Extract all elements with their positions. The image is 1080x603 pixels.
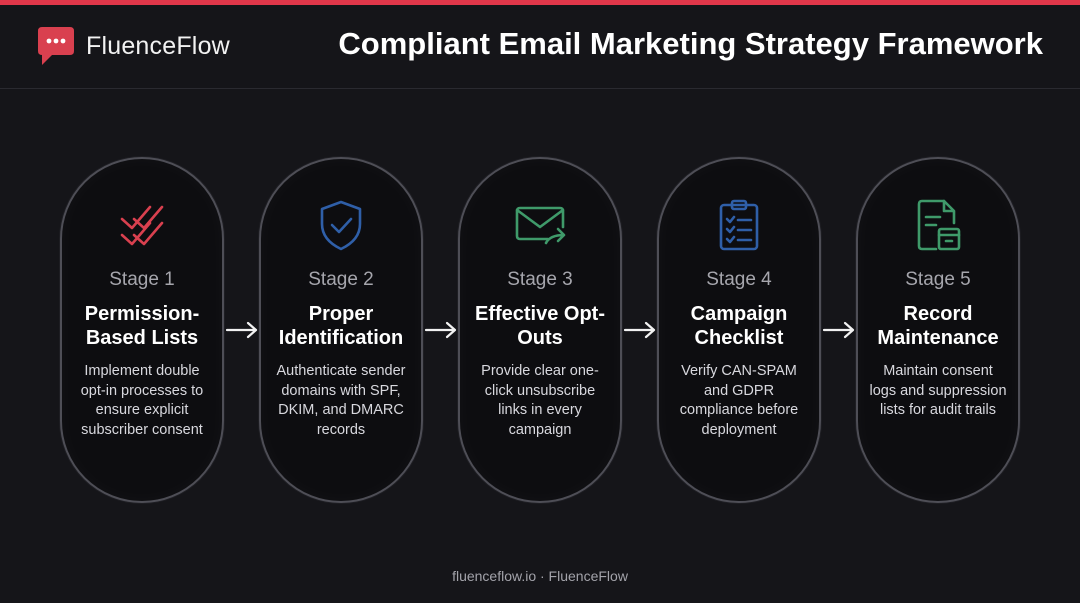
stage-description: Implement double opt-in processes to ens… bbox=[80, 363, 204, 438]
stage-flow: Stage 1 Permission-Based Lists Implement… bbox=[0, 157, 1080, 503]
stage-card-5: Stage 5 Record Maintenance Maintain cons… bbox=[856, 157, 1020, 503]
shield-check-icon bbox=[320, 200, 362, 251]
stage-title: Record Maintenance bbox=[877, 303, 999, 349]
stage-label: Stage 3 bbox=[507, 269, 573, 290]
chat-bubble-icon bbox=[38, 27, 74, 65]
stage-description: Maintain consent logs and suppression li… bbox=[869, 363, 1007, 418]
stage-title: Effective Opt-Outs bbox=[474, 303, 606, 349]
arrow-right-icon bbox=[623, 321, 656, 339]
brand-logo: FluenceFlow bbox=[36, 25, 230, 67]
page-title: Compliant Email Marketing Strategy Frame… bbox=[338, 26, 1043, 61]
footer-text: fluenceflow.io · FluenceFlow bbox=[452, 568, 628, 584]
document-archive-icon bbox=[917, 199, 961, 251]
arrow-right-icon bbox=[822, 321, 855, 339]
clipboard-checklist-icon bbox=[719, 199, 759, 251]
stage-card-1: Stage 1 Permission-Based Lists Implement… bbox=[60, 157, 224, 503]
stage-label: Stage 2 bbox=[308, 269, 374, 290]
brand-name: FluenceFlow bbox=[86, 31, 230, 60]
stage-card-3: Stage 3 Effective Opt-Outs Provide clear… bbox=[458, 157, 622, 503]
accent-bar bbox=[0, 0, 1080, 5]
stage-description: Verify CAN-SPAM and GDPR compliance befo… bbox=[679, 363, 799, 438]
arrow-right-icon bbox=[225, 321, 258, 339]
stage-title: Permission-Based Lists bbox=[84, 303, 200, 349]
stage-label: Stage 4 bbox=[706, 269, 772, 290]
stage-label: Stage 5 bbox=[905, 269, 971, 290]
stage-description: Authenticate sender domains with SPF, DK… bbox=[276, 363, 406, 438]
stage-title: Proper Identification bbox=[278, 303, 404, 349]
stage-card-2: Stage 2 Proper Identification Authentica… bbox=[259, 157, 423, 503]
stage-label: Stage 1 bbox=[109, 269, 175, 290]
stage-card-4: Stage 4 Campaign Checklist Verify CAN-SP… bbox=[657, 157, 821, 503]
envelope-forward-icon bbox=[515, 206, 566, 245]
header: FluenceFlow Compliant Email Marketing St… bbox=[0, 5, 1080, 89]
arrow-right-icon bbox=[424, 321, 457, 339]
stage-description: Provide clear one-click unsubscribe link… bbox=[481, 363, 599, 438]
stage-title: Campaign Checklist bbox=[690, 303, 788, 349]
double-check-icon bbox=[120, 205, 164, 246]
